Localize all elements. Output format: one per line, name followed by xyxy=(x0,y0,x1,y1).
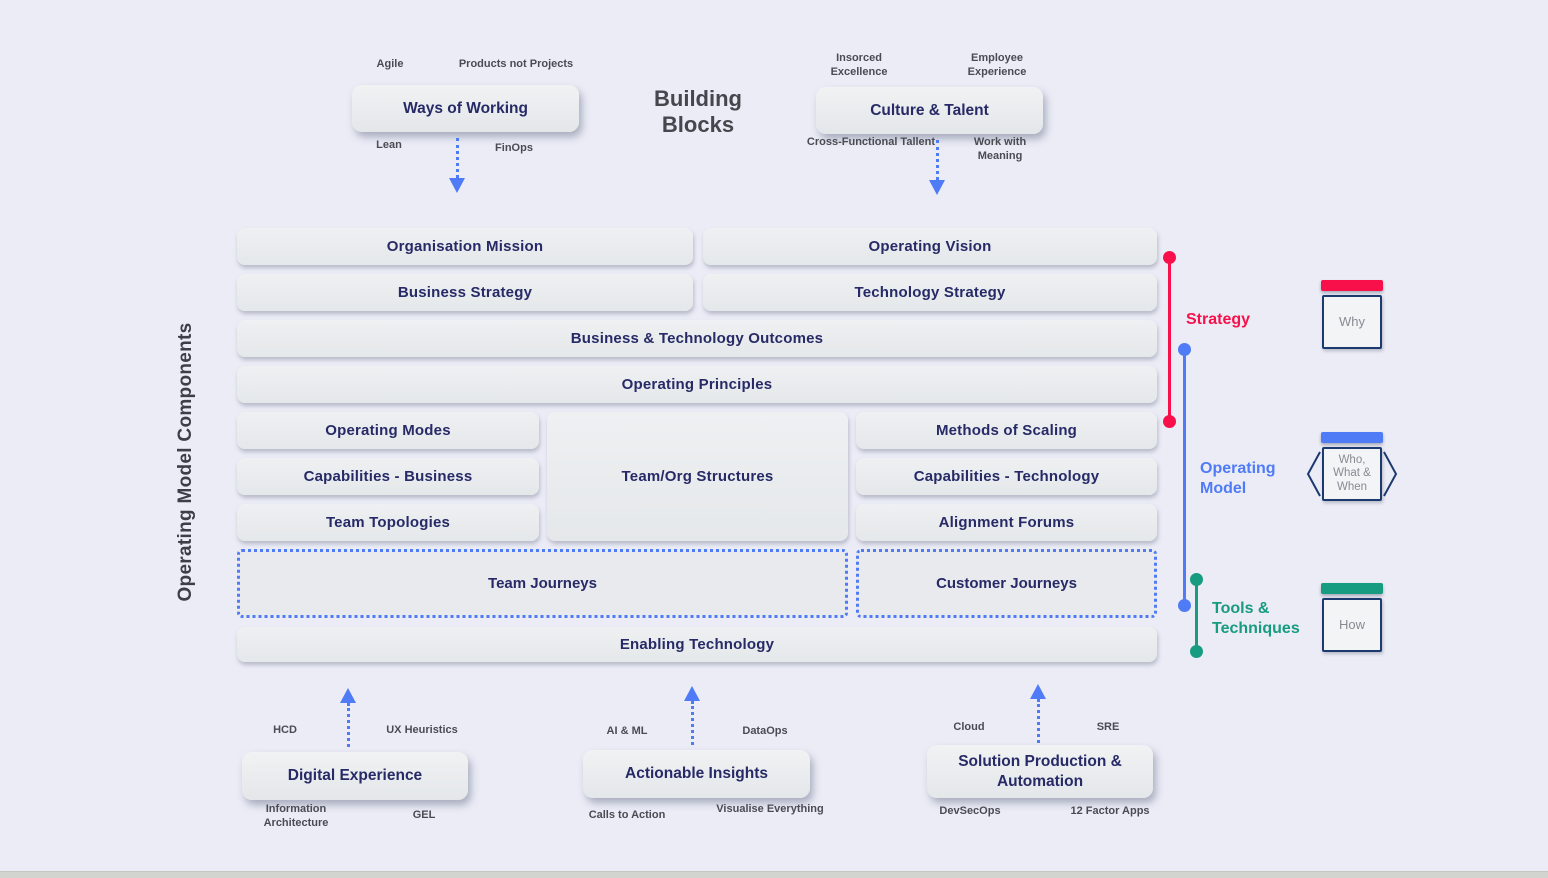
block-culture-talent: Culture & Talent xyxy=(816,87,1043,134)
who-what-when-text: Who, What & When xyxy=(1333,454,1371,493)
why-card: Why xyxy=(1322,295,1382,349)
group-label-strategy: Strategy xyxy=(1186,311,1251,328)
actionable-insights-arrow xyxy=(684,686,700,745)
bottom-scrollbar-track[interactable] xyxy=(0,871,1548,878)
label-insorced-excellence: Insorced Excellence xyxy=(830,52,888,78)
culture-talent-arrow xyxy=(929,140,945,195)
box-team-org-structures: Team/Org Structures xyxy=(547,412,848,541)
timeline-dot xyxy=(1178,343,1191,356)
left-axis-label: Operating Model Components xyxy=(175,322,196,602)
strategy-line xyxy=(1168,258,1171,422)
group-label-tools-techniques: Tools & Techniques xyxy=(1212,600,1300,637)
box-business-strategy: Business Strategy xyxy=(237,274,693,311)
arrow-down-icon xyxy=(449,178,465,193)
operating-model-line xyxy=(1183,350,1186,606)
dotted-line xyxy=(1036,699,1040,743)
box-enabling-technology: Enabling Technology xyxy=(237,627,1157,662)
box-organisation-mission: Organisation Mission xyxy=(237,228,693,265)
dotted-line xyxy=(455,138,459,178)
arrow-down-icon xyxy=(929,180,945,195)
label-ai-ml: AI & ML xyxy=(606,725,648,737)
label-products-not-projects: Products not Projects xyxy=(458,58,574,70)
block-actionable-insights: Actionable Insights xyxy=(583,750,810,798)
who-what-when-card: Who, What & When xyxy=(1322,447,1382,501)
label-calls-to-action: Calls to Action xyxy=(588,809,666,821)
label-dataops: DataOps xyxy=(742,725,788,737)
label-12-factor-apps: 12 Factor Apps xyxy=(1070,805,1150,817)
label-cloud: Cloud xyxy=(953,721,985,733)
label-cross-functional-tallent: Cross-Functional Tallent xyxy=(806,136,936,148)
timeline-dot xyxy=(1163,251,1176,264)
box-business-technology-outcomes: Business & Technology Outcomes xyxy=(237,320,1157,357)
label-visualise-everything: Visualise Everything xyxy=(716,803,824,815)
label-work-with-meaning: Work with Meaning xyxy=(973,136,1027,162)
arrow-up-icon xyxy=(1030,684,1046,699)
box-capabilities-business: Capabilities - Business xyxy=(237,458,539,495)
solution-production-arrow xyxy=(1030,684,1046,743)
box-methods-of-scaling: Methods of Scaling xyxy=(856,412,1157,449)
chevron-right-icon xyxy=(1383,451,1398,497)
who-what-when-card-bar xyxy=(1321,432,1383,443)
label-gel: GEL xyxy=(412,809,436,821)
label-sre: SRE xyxy=(1096,721,1120,733)
block-solution-production: Solution Production & Automation xyxy=(927,745,1153,798)
label-employee-experience: Employee Experience xyxy=(967,52,1027,78)
chevron-left-icon xyxy=(1306,451,1321,497)
block-ways-of-working: Ways of Working xyxy=(352,85,579,132)
box-team-journeys: Team Journeys xyxy=(237,549,848,618)
how-card-bar xyxy=(1321,583,1383,594)
label-hcd: HCD xyxy=(273,724,297,736)
label-agile: Agile xyxy=(376,58,404,70)
how-card: How xyxy=(1322,598,1382,652)
timeline-dot xyxy=(1163,415,1176,428)
ways-of-working-arrow xyxy=(449,138,465,193)
label-devsecops: DevSecOps xyxy=(939,805,1001,817)
dotted-line xyxy=(346,703,350,747)
arrow-up-icon xyxy=(684,686,700,701)
box-operating-vision: Operating Vision xyxy=(703,228,1157,265)
timeline-dot xyxy=(1190,645,1203,658)
group-label-operating-model: Operating Model xyxy=(1200,460,1276,497)
digital-experience-arrow xyxy=(340,688,356,747)
box-capabilities-technology: Capabilities - Technology xyxy=(856,458,1157,495)
box-operating-modes: Operating Modes xyxy=(237,412,539,449)
arrow-up-icon xyxy=(340,688,356,703)
box-customer-journeys: Customer Journeys xyxy=(856,549,1157,618)
why-card-bar xyxy=(1321,280,1383,291)
label-finops: FinOps xyxy=(495,142,533,154)
label-ux-heuristics: UX Heuristics xyxy=(386,724,458,736)
dotted-line xyxy=(690,701,694,745)
box-operating-principles: Operating Principles xyxy=(237,366,1157,403)
timeline-dot xyxy=(1190,573,1203,586)
block-digital-experience: Digital Experience xyxy=(242,752,468,800)
label-information-architecture: Information Architecture xyxy=(263,803,329,829)
label-lean: Lean xyxy=(376,139,402,151)
timeline-dot xyxy=(1178,599,1191,612)
tools-techniques-line xyxy=(1195,580,1198,652)
box-team-topologies: Team Topologies xyxy=(237,504,539,541)
dotted-line xyxy=(935,140,939,180)
box-alignment-forums: Alignment Forums xyxy=(856,504,1157,541)
box-technology-strategy: Technology Strategy xyxy=(703,274,1157,311)
